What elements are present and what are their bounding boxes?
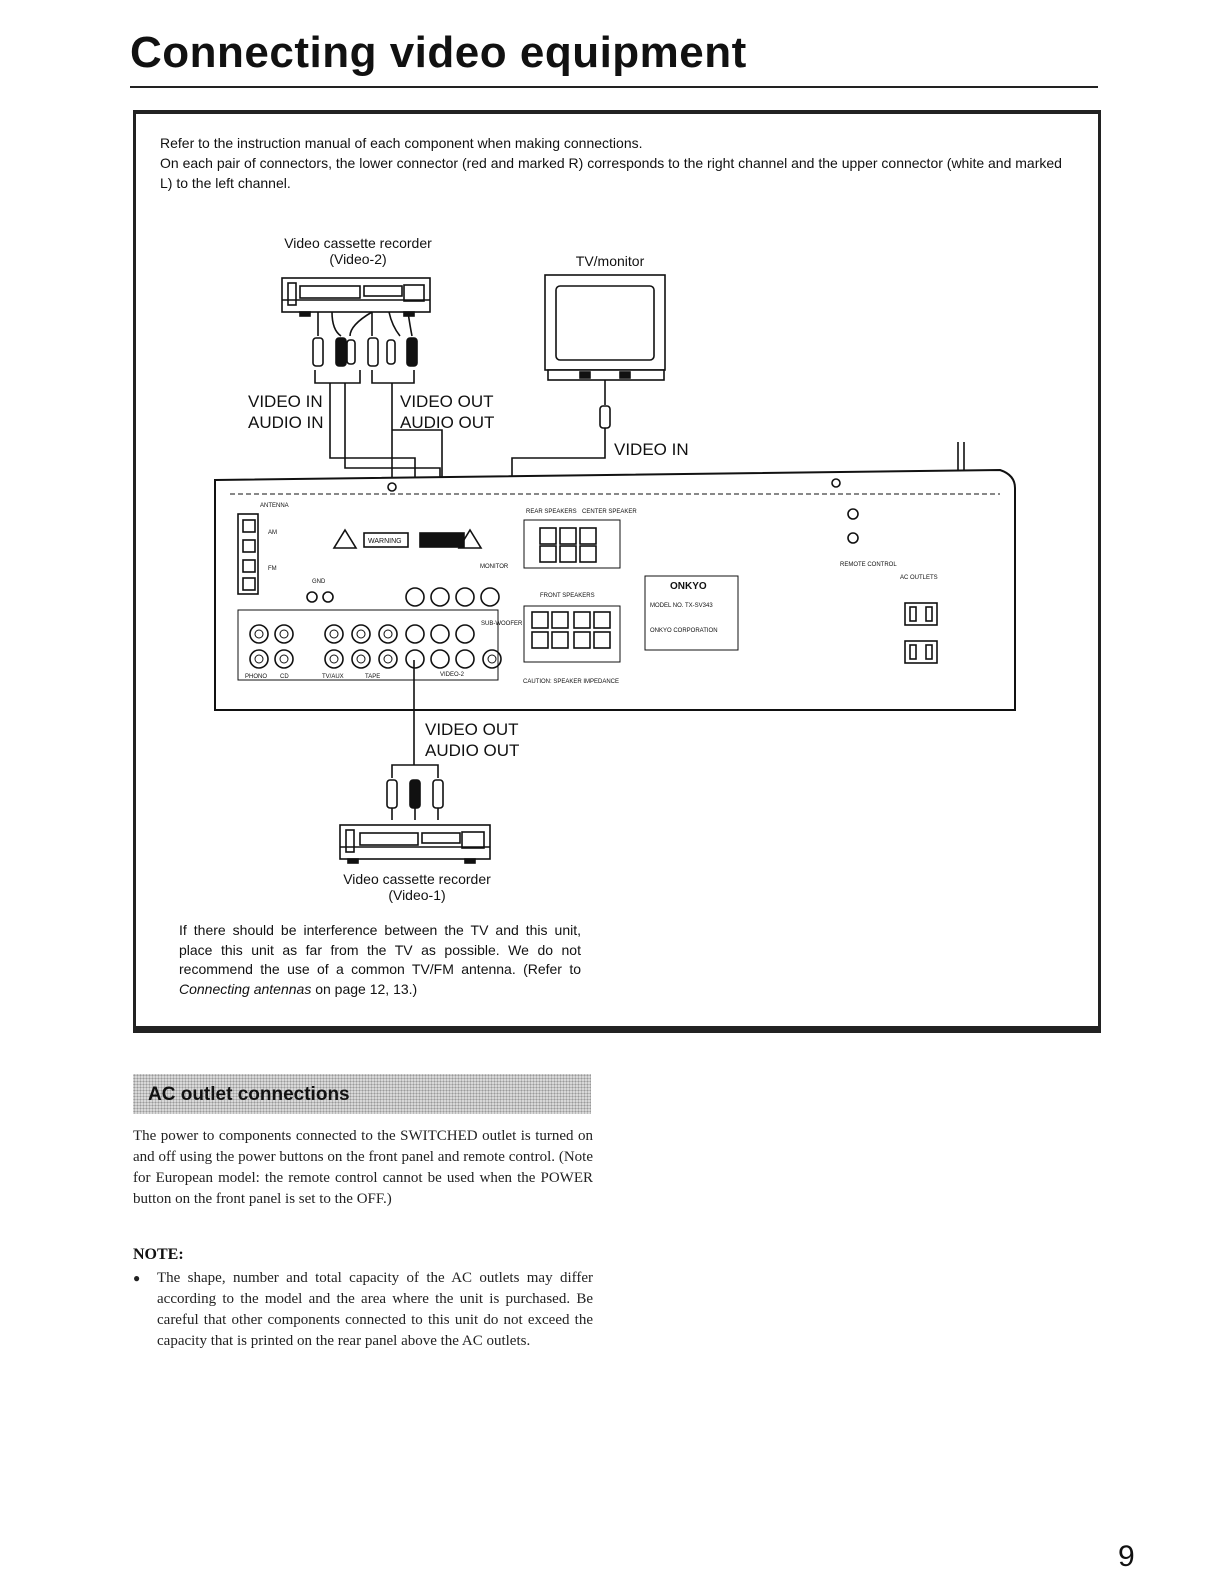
panel-caution-label: CAUTION: SPEAKER IMPEDANCE [523,679,619,685]
panel-monitor-label: MONITOR [480,564,509,570]
panel-warning-label: WARNING [368,538,402,545]
section-heading-ac-outlet: AC outlet connections [133,1074,591,1114]
panel-front-speakers-label: FRONT SPEAKERS [540,593,595,599]
vcr2-in-video-label: VIDEO IN [248,392,323,411]
vcr2-out-video-label: VIDEO OUT [400,392,494,411]
tv-video-in-label: VIDEO IN [614,440,689,459]
vcr2-label-line1: Video cassette recorder [284,235,432,251]
tv-label: TV/monitor [575,253,645,269]
vcr1-label: Video cassette recorder (Video-1) [317,871,517,903]
ac-body-paragraph: The power to components connected to the… [133,1128,593,1207]
page-number: 9 [1118,1540,1135,1573]
note-item: The shape, number and total capacity of … [133,1268,593,1352]
panel-ac-outlets-label: AC OUTLETS [900,575,938,581]
interference-note-text: If there should be interference between … [179,922,581,977]
panel-video2-label: VIDEO-2 [440,672,465,678]
vcr-video-1-illustration [339,824,491,864]
ac-section-body: The power to components connected to the… [133,1126,593,1210]
vcr2-out-audio-label: AUDIO OUT [400,413,495,432]
interference-note-tail: on page 12, 13.) [311,980,418,997]
vcr1-label-line2: (Video-1) [388,887,446,903]
vcr1-out-labels: VIDEO OUT AUDIO OUT [425,719,519,761]
intro-text: Refer to the instruction manual of each … [160,133,1070,193]
vcr1-label-line1: Video cassette recorder [343,871,491,887]
title-rule [130,86,1098,88]
vcr2-in-labels: VIDEO IN AUDIO IN [248,391,324,433]
vcr2-label-line2: (Video-2) [329,251,387,267]
panel-antenna-label: ANTENNA [260,503,289,509]
vcr2-out-labels: VIDEO OUT AUDIO OUT [400,391,494,433]
panel-corp-label: ONKYO CORPORATION [650,628,718,634]
panel-center-speaker-label: CENTER SPEAKER [582,509,637,515]
panel-subwoofer-label: SUB-WOOFER [481,621,523,627]
section-heading-text: AC outlet connections [148,1084,350,1105]
panel-tape-label: TAPE [365,674,380,680]
panel-remote-label: REMOTE CONTROL [840,562,897,568]
tv-monitor-illustration [544,274,666,381]
intro-line-1: Refer to the instruction manual of each … [160,135,643,151]
panel-brand-label: ONKYO [670,581,707,592]
intro-line-2: On each pair of connectors, the lower co… [160,155,1062,191]
panel-fm-label: FM [268,566,277,572]
panel-model-label: MODEL NO. TX-SV343 [650,603,713,609]
vcr1-out-video-label: VIDEO OUT [425,720,519,739]
diagram-frame [133,110,1101,1033]
panel-rear-speakers-label: REAR SPEAKERS [526,509,577,515]
interference-note-link-text: Connecting antennas [179,980,312,997]
panel-gnd-label: GND [312,579,326,585]
page-title: Connecting video equipment [130,28,747,77]
note-heading: NOTE: [133,1246,184,1263]
vcr2-label: Video cassette recorder (Video-2) [258,235,458,267]
panel-tvaux-label: TV/AUX [322,674,344,680]
vcr2-in-audio-label: AUDIO IN [248,413,324,432]
vcr-video-2-illustration [281,277,431,317]
panel-cd-label: CD [280,674,289,680]
vcr1-out-audio-label: AUDIO OUT [425,741,520,760]
panel-phono-label: PHONO [245,674,267,680]
interference-note: If there should be interference between … [179,921,581,999]
receiver-rear-panel [214,468,1016,711]
note-list: The shape, number and total capacity of … [133,1268,593,1352]
panel-am-label: AM [268,530,277,536]
